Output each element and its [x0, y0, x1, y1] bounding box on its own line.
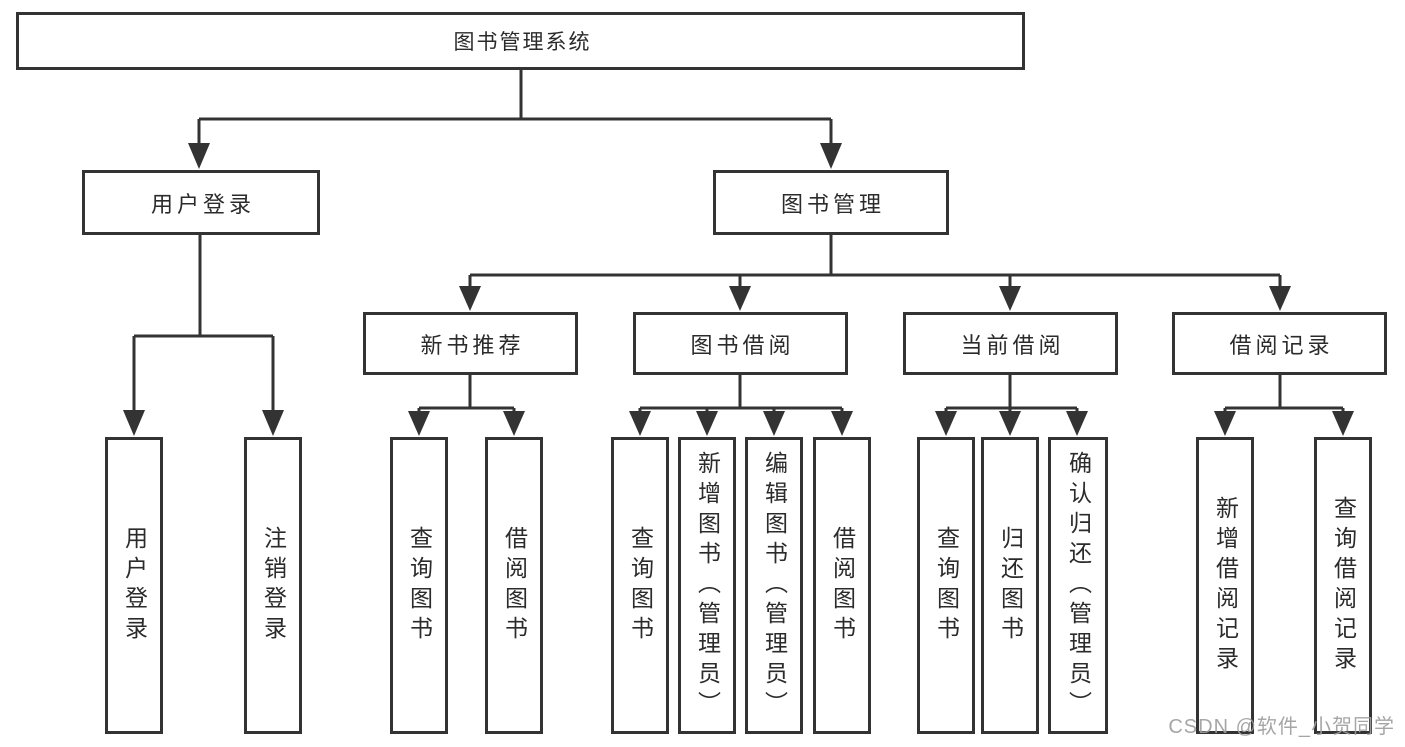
leaf-add-books-admin: 新增图书（管理员）	[678, 437, 736, 734]
node-book-management: 图书管理	[713, 170, 949, 235]
leaf-query-books-recommend: 查询图书	[390, 437, 448, 734]
node-user-login: 用户登录	[82, 170, 320, 235]
leaf-edit-books-admin: 编辑图书（管理员）	[745, 437, 803, 734]
leaf-borrow-books: 借阅图书	[813, 437, 871, 734]
leaf-query-books-current: 查询图书	[917, 437, 975, 734]
leaf-query-books-borrow: 查询图书	[611, 437, 669, 734]
leaf-add-borrow-record: 新增借阅记录	[1196, 437, 1254, 734]
leaf-user-login: 用户登录	[105, 437, 163, 734]
node-borrowing-records: 借阅记录	[1172, 312, 1387, 375]
leaf-borrow-books-recommend: 借阅图书	[485, 437, 543, 734]
leaf-query-borrow-record: 查询借阅记录	[1314, 437, 1372, 734]
node-library-management-system: 图书管理系统	[16, 12, 1025, 70]
leaf-return-books: 归还图书	[981, 437, 1039, 734]
leaf-logout: 注销登录	[244, 437, 302, 734]
node-new-book-recommendation: 新书推荐	[363, 312, 578, 375]
node-book-borrowing: 图书借阅	[633, 312, 848, 375]
leaf-confirm-return-admin: 确认归还（管理员）	[1048, 437, 1108, 734]
csdn-watermark: CSDN @软件_小贺同学	[1168, 716, 1395, 738]
node-current-borrowing: 当前借阅	[903, 312, 1118, 375]
